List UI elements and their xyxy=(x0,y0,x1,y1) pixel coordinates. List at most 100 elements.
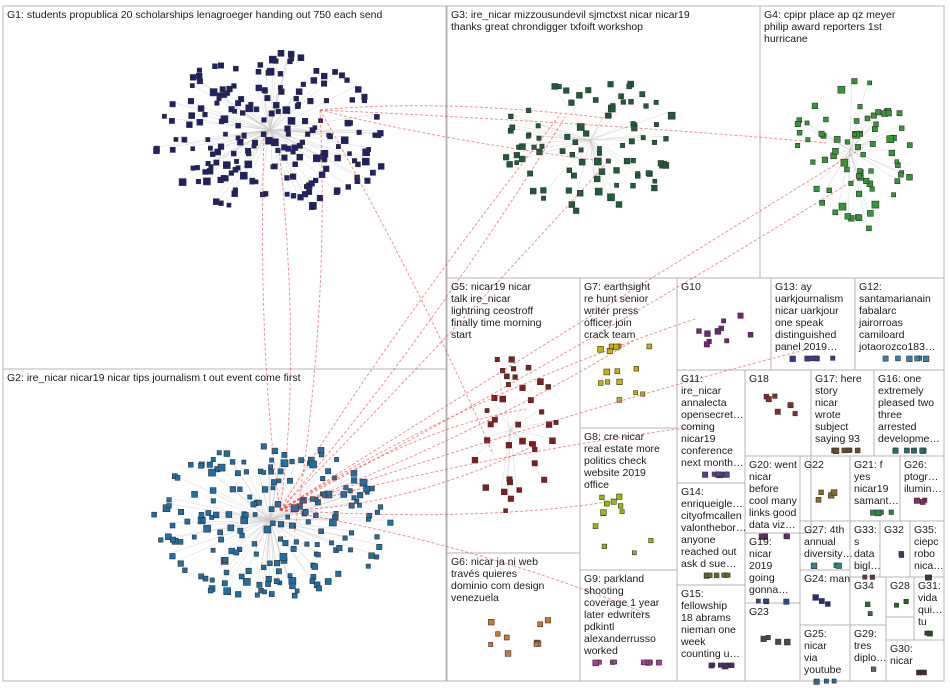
node xyxy=(263,525,272,534)
node xyxy=(494,356,500,362)
node xyxy=(368,552,375,559)
node xyxy=(914,355,921,362)
node xyxy=(235,122,241,129)
node xyxy=(242,512,249,518)
node xyxy=(789,355,796,362)
node xyxy=(327,133,333,140)
node xyxy=(605,158,611,164)
group-label-g30: G30:nicar xyxy=(890,643,913,667)
group-label-g32: G32 xyxy=(884,524,904,536)
edge xyxy=(269,129,346,185)
node xyxy=(612,659,618,665)
node xyxy=(153,147,160,155)
node xyxy=(499,395,506,403)
node xyxy=(307,98,314,105)
node xyxy=(626,83,632,90)
node xyxy=(507,495,514,502)
node xyxy=(864,601,871,607)
node xyxy=(209,577,215,583)
node xyxy=(320,72,328,80)
node xyxy=(329,540,334,546)
node xyxy=(206,168,214,175)
node xyxy=(482,484,489,491)
node xyxy=(922,355,930,362)
edge xyxy=(508,113,591,141)
group-label-g23: G23 xyxy=(749,606,769,618)
node xyxy=(866,225,872,232)
edge xyxy=(269,129,353,159)
node xyxy=(919,447,926,454)
node xyxy=(229,486,236,493)
node xyxy=(851,131,857,137)
node xyxy=(268,55,277,64)
node xyxy=(277,85,283,91)
node xyxy=(765,396,772,403)
node xyxy=(284,191,290,197)
edge xyxy=(269,502,350,521)
edge xyxy=(205,129,271,138)
node xyxy=(888,149,895,157)
node xyxy=(173,137,179,142)
node xyxy=(332,69,338,75)
node xyxy=(652,178,658,184)
node xyxy=(261,87,268,94)
edge xyxy=(589,121,631,141)
panel-g34 xyxy=(849,576,887,626)
node xyxy=(837,85,846,94)
node xyxy=(348,502,355,509)
node xyxy=(503,154,510,161)
node xyxy=(247,494,253,500)
edge xyxy=(269,129,363,159)
node xyxy=(177,539,184,545)
group-label-g1: G1: students propublica 20 scholarships … xyxy=(7,9,383,21)
edge xyxy=(810,149,851,161)
node xyxy=(275,147,281,153)
edge xyxy=(228,519,271,549)
cross-group-edge xyxy=(278,147,292,511)
edge xyxy=(169,118,271,131)
edge xyxy=(269,519,290,584)
edge xyxy=(190,129,271,147)
node xyxy=(240,171,248,180)
node xyxy=(309,460,317,469)
node xyxy=(787,402,794,409)
node xyxy=(869,186,875,192)
edge xyxy=(223,519,271,588)
node xyxy=(488,642,494,647)
edge xyxy=(578,139,591,149)
node xyxy=(640,135,646,140)
group-labels-layer: G1: students propublica 20 scholarships … xyxy=(7,9,944,676)
node xyxy=(178,508,184,515)
node xyxy=(563,87,570,94)
node xyxy=(643,103,649,109)
node xyxy=(351,158,358,164)
node xyxy=(349,97,355,103)
edge xyxy=(589,125,632,141)
node xyxy=(268,464,273,470)
node xyxy=(610,498,617,505)
node xyxy=(243,578,251,586)
node xyxy=(158,537,164,543)
node xyxy=(484,408,490,413)
node xyxy=(512,374,518,380)
node xyxy=(564,133,571,140)
node xyxy=(651,139,657,145)
node xyxy=(227,524,235,532)
node xyxy=(747,331,754,338)
node xyxy=(508,113,514,119)
group-label-g10: G10 xyxy=(681,281,701,293)
edge xyxy=(269,72,340,131)
edge xyxy=(484,429,511,438)
edge xyxy=(269,519,311,579)
node xyxy=(830,355,836,361)
node xyxy=(229,459,236,465)
node xyxy=(862,574,868,580)
node xyxy=(896,110,903,117)
edge xyxy=(571,139,591,174)
node xyxy=(357,502,362,508)
node xyxy=(305,519,311,525)
node xyxy=(813,185,820,192)
node xyxy=(471,456,479,464)
node xyxy=(755,598,761,604)
